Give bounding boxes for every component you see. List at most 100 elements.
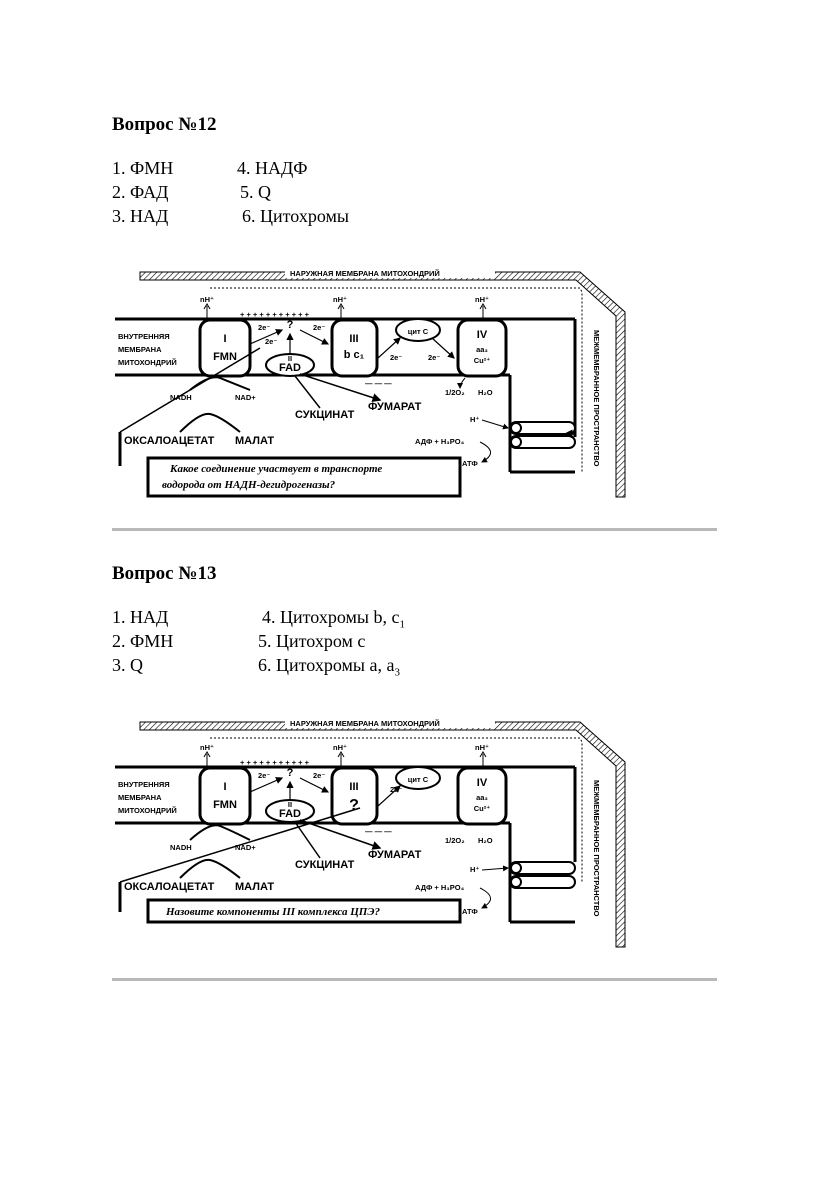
cytochrome-c <box>395 766 441 790</box>
cytochrome-c <box>395 318 441 342</box>
complex-i-name: FMN <box>213 799 237 811</box>
succinate-label: СУКЦИНАТ <box>295 859 355 871</box>
nadh-label: NADH <box>170 393 192 402</box>
q13-question-box <box>146 898 462 924</box>
outer-membrane <box>139 721 626 948</box>
proton-atp-label: H⁺ <box>470 865 479 874</box>
svg-text:+ + + + +: + + + + + + + + + + + <box>240 310 310 319</box>
malate-label: МАЛАТ <box>235 435 274 447</box>
complex-iv-line1: aa₃ <box>476 345 488 354</box>
complex-iv <box>456 766 508 826</box>
succinate-label: СУКЦИНАТ <box>295 409 355 421</box>
adp-label: АДФ + H₃PO₄ <box>415 437 465 446</box>
complex-iv-line2: Cu²⁺ <box>474 356 490 365</box>
q12-option-4: 4. НАДФ <box>237 158 308 178</box>
proton-label-4: nH⁺ <box>475 743 489 752</box>
q12-option-3: 3. НАД <box>112 206 169 226</box>
inner-membrane-label-1: ВНУТРЕННЯЯ <box>118 780 170 789</box>
q13-option-5: 5. Цитохром c <box>258 631 366 651</box>
atp-label: АТФ <box>462 907 478 916</box>
complex-i-name: FMN <box>213 351 237 363</box>
inner-membrane-label-2: МЕМБРАНА <box>118 793 162 802</box>
q12-option-5: 5. Q <box>240 182 271 202</box>
q13-option-2: 2. ФМН <box>112 631 174 651</box>
ubiquinone-question-mark: ? <box>287 319 294 331</box>
nadh-label: NADH <box>170 843 192 852</box>
q13-option-1: 1. НАД <box>112 607 169 627</box>
inner-membrane-label-3: МИТОХОНДРИЙ <box>118 358 177 367</box>
malate-label: МАЛАТ <box>235 881 274 893</box>
complex-iii-roman: III <box>349 333 358 345</box>
nad-label: NAD+ <box>235 843 256 852</box>
oxaloacetate-label: ОКСАЛОАЦЕТАТ <box>124 435 215 447</box>
proton-label-3: nH⁺ <box>333 295 347 304</box>
intermembrane-label: МЕЖМЕМБРАННОЕ ПРОСТРАНСТВО <box>592 330 601 467</box>
ubiquinone-question-mark: ? <box>287 767 294 779</box>
electron-label-2: 2e⁻ <box>313 323 325 332</box>
q12-respiratory-chain-diagram: НАРУЖНАЯ МЕМБРАНА МИТОХОНДРИЙ МЕЖМЕМБРАН… <box>115 268 626 498</box>
oxygen-label: 1/2O₂ <box>445 836 465 845</box>
complex-ii-roman: II <box>288 800 292 809</box>
svg-text:— — —: — — — <box>365 379 392 388</box>
proton-label-1: nH⁺ <box>200 295 214 304</box>
cytochrome-c-label: цит C <box>408 327 429 336</box>
fumarate-label: ФУМАРАТ <box>368 849 422 861</box>
complex-iii-name: b c₁ <box>344 349 365 361</box>
atp-label: АТФ <box>462 459 478 468</box>
q13-respiratory-chain-diagram: НАРУЖНАЯ МЕМБРАНА МИТОХОНДРИЙ МЕЖМЕМБРАН… <box>115 718 626 948</box>
q13-option-3: 3. Q <box>112 655 143 675</box>
electron-label-1: 2e⁻ <box>258 771 270 780</box>
electron-label-2: 2e⁻ <box>313 771 325 780</box>
complex-iii <box>330 318 379 378</box>
fumarate-label: ФУМАРАТ <box>368 401 422 413</box>
q13-option-4: 4. Цитохромы b, c1 <box>262 607 405 631</box>
q12-question-box <box>146 456 462 498</box>
proton-label-3: nH⁺ <box>333 743 347 752</box>
complex-i <box>198 766 252 826</box>
complex-iii <box>330 766 379 826</box>
inner-membrane-label-2: МЕМБРАНА <box>118 345 162 354</box>
complex-iv <box>456 318 508 378</box>
question-13-title: Вопрос №13 <box>112 563 217 584</box>
complex-i <box>198 318 252 378</box>
complex-iii-roman: III <box>349 781 358 793</box>
complex-iv-line2: Cu²⁺ <box>474 804 490 813</box>
nad-label: NAD+ <box>235 393 256 402</box>
intermembrane-label: МЕЖМЕМБРАННОЕ ПРОСТРАНСТВО <box>592 780 601 917</box>
oxygen-label: 1/2O₂ <box>445 388 465 397</box>
outer-membrane-label: НАРУЖНАЯ МЕМБРАНА МИТОХОНДРИЙ <box>290 269 440 278</box>
complex-ii-name: FAD <box>279 808 301 820</box>
water-label: H₂O <box>478 836 493 845</box>
complex-ii-name: FAD <box>279 362 301 374</box>
electron-label-4: 2e⁻ <box>390 353 402 362</box>
proton-label-1: nH⁺ <box>200 743 214 752</box>
water-label: H₂O <box>478 388 493 397</box>
q12-option-1: 1. ФМН <box>112 158 174 178</box>
inner-membrane-label-3: МИТОХОНДРИЙ <box>118 806 177 815</box>
cytochrome-c-label: цит C <box>408 775 429 784</box>
complex-iii-question-mark: ? <box>349 797 359 814</box>
complex-iv-roman: IV <box>477 777 488 789</box>
separator-2 <box>112 978 717 981</box>
complex-i-roman: I <box>223 333 226 345</box>
q12-option-6: 6. Цитохромы <box>242 206 349 226</box>
oxaloacetate-label: ОКСАЛОАЦЕТАТ <box>124 881 215 893</box>
electron-label-5: 2e⁻ <box>428 353 440 362</box>
svg-text:— — —: — — — <box>365 827 392 836</box>
proton-atp-label: H⁺ <box>470 415 479 424</box>
q12-question-line-1: Какое соединение участвует в транспорте <box>169 463 382 475</box>
question-12-title: Вопрос №12 <box>112 114 217 135</box>
complex-i-roman: I <box>223 781 226 793</box>
inner-membrane-label-1: ВНУТРЕННЯЯ <box>118 332 170 341</box>
adp-label: АДФ + H₃PO₄ <box>415 883 465 892</box>
q13-question-line-1: Назовите компоненты III комплекса ЦПЭ? <box>165 906 380 918</box>
outer-membrane-label: НАРУЖНАЯ МЕМБРАНА МИТОХОНДРИЙ <box>290 719 440 728</box>
complex-ii-roman: II <box>288 354 292 363</box>
separator-1 <box>112 528 717 531</box>
complex-iv-line1: aa₃ <box>476 793 488 802</box>
q12-question-line-2: водорода от НАДН-дегидрогеназы? <box>162 479 336 491</box>
electron-label-3: 2e⁻ <box>265 337 277 346</box>
proton-label-4: nH⁺ <box>475 295 489 304</box>
svg-text:+ + + + +: + + + + + + + + + + + <box>240 758 310 767</box>
q13-option-6: 6. Цитохромы a, a3 <box>258 655 400 679</box>
